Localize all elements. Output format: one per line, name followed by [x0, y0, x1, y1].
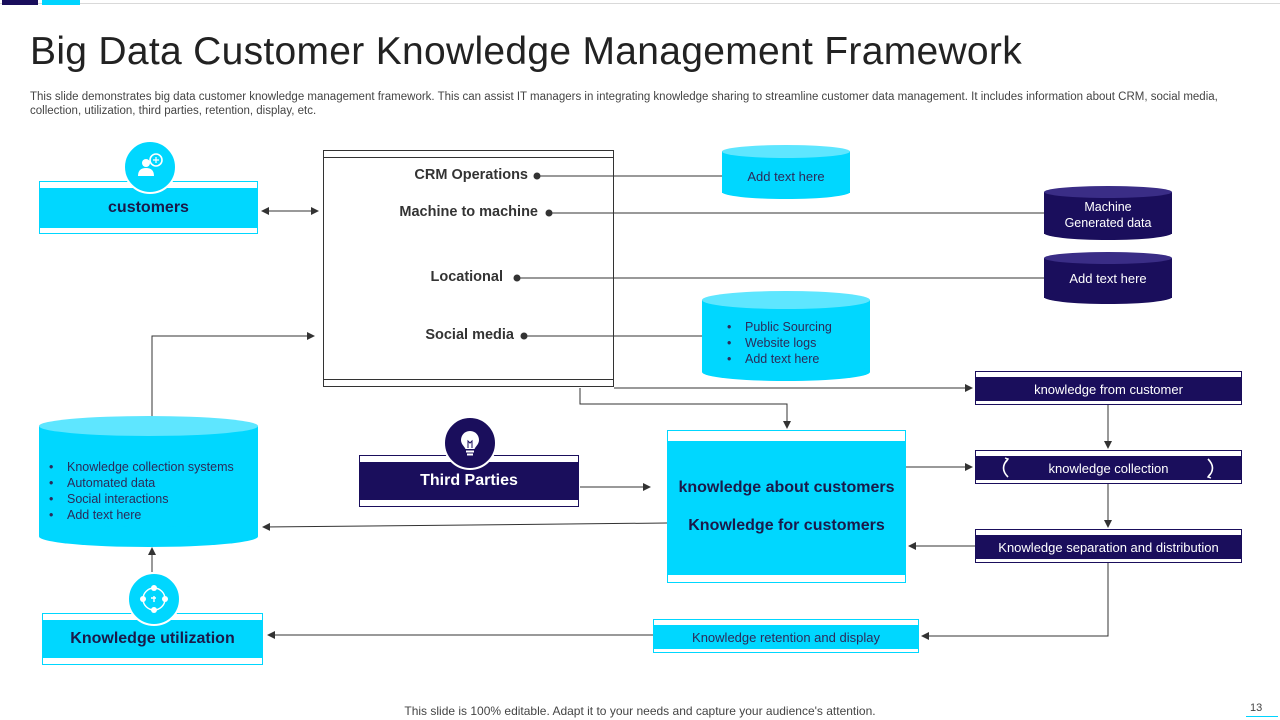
social-item-3: Add text here	[727, 351, 832, 367]
db-to-sources	[151, 332, 315, 417]
customers-box: customers	[39, 181, 258, 234]
utilization-box: Knowledge utilization	[42, 613, 263, 665]
sources-box-bottom-line	[324, 379, 613, 380]
network-people-icon	[127, 572, 181, 626]
footer-note: This slide is 100% editable. Adapt it to…	[404, 704, 876, 718]
retention-label: Knowledge retention and display	[654, 625, 918, 649]
source-social: Social media	[425, 327, 514, 343]
crm-dot	[533, 172, 541, 180]
center-line1: knowledge about customers	[678, 479, 895, 496]
sources-box	[323, 150, 614, 387]
locational-data-cylinder: Add text here	[1044, 252, 1172, 304]
customers-chat-icon	[123, 140, 177, 194]
machine-data-cylinder: Machine Generated data	[1044, 186, 1172, 240]
top-accent-cyan	[42, 0, 80, 5]
separation-label: Knowledge separation and distribution	[976, 535, 1241, 559]
crm-data-cylinder: Add text here	[722, 145, 850, 199]
collection-box: knowledge collection	[975, 450, 1242, 484]
source-locational: Locational	[430, 269, 503, 285]
machine-data-line1: Machine	[1084, 200, 1132, 214]
source-m2m: Machine to machine	[399, 204, 538, 220]
social-data-cylinder: Public Sourcing Website logs Add text he…	[702, 291, 870, 381]
center-knowledge-box: knowledge about customers Knowledge for …	[667, 430, 906, 583]
page-subtitle: This slide demonstrates big data custome…	[30, 91, 1218, 117]
sources-box-top-line	[324, 157, 613, 158]
crm-data-label: Add text here	[747, 168, 825, 184]
knowledge-db-item-4: Add text here	[49, 507, 234, 523]
social-item-2: Website logs	[727, 335, 832, 351]
cycle-left-icon	[1002, 457, 1010, 478]
machine-data-line2: Generated data	[1064, 216, 1152, 230]
page-title: Big Data Customer Knowledge Management F…	[30, 30, 1023, 73]
source-crm: CRM Operations	[414, 167, 528, 183]
knowledge-db-item-2: Automated data	[49, 475, 234, 491]
locational-data-label: Add text here	[1069, 270, 1147, 286]
customers-label: customers	[40, 188, 257, 228]
from-customer-label: knowledge from customer	[976, 377, 1241, 401]
social-item-1: Public Sourcing	[727, 319, 832, 335]
social-dot	[520, 332, 528, 340]
knowledge-db-cylinder: Knowledge collection systems Automated d…	[39, 416, 258, 547]
from-customer-box: knowledge from customer	[975, 371, 1242, 405]
m2m-dot	[545, 209, 553, 217]
cycle-right-icon	[1206, 458, 1214, 479]
collection-label: knowledge collection	[976, 456, 1241, 480]
center-to-db	[262, 522, 668, 531]
knowledge-db-list: Knowledge collection systems Automated d…	[49, 459, 234, 523]
page-number: 13	[1250, 702, 1263, 714]
utilization-label: Knowledge utilization	[43, 620, 262, 658]
center-line2: Knowledge for customers	[688, 517, 885, 534]
knowledge-db-item-1: Knowledge collection systems	[49, 459, 234, 475]
separation-box: Knowledge separation and distribution	[975, 529, 1242, 563]
top-divider	[0, 3, 1280, 4]
page-number-underline	[1246, 716, 1278, 717]
locational-dot	[513, 274, 521, 282]
knowledge-db-item-3: Social interactions	[49, 491, 234, 507]
top-accent-navy	[2, 0, 38, 5]
lightbulb-icon	[443, 416, 497, 470]
retention-box: Knowledge retention and display	[653, 619, 919, 653]
separation-to-retention	[921, 563, 1109, 640]
box-to-center	[579, 388, 791, 429]
social-data-list: Public Sourcing Website logs Add text he…	[727, 319, 832, 367]
